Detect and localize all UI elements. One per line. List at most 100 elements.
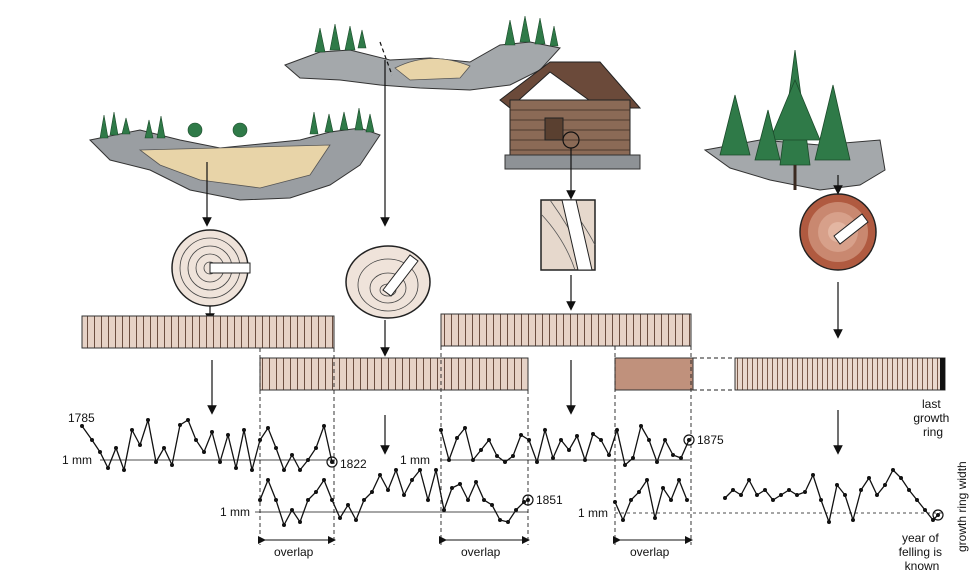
- curve-point: [875, 493, 879, 497]
- curve-cabin: [440, 424, 690, 467]
- curve-point: [835, 483, 839, 487]
- ring-width-curves: [81, 419, 945, 527]
- curve-point: [186, 418, 190, 422]
- curve-dots: [80, 418, 940, 527]
- curve-point: [346, 503, 350, 507]
- curve-point: [639, 424, 643, 428]
- core-strips: [81, 313, 946, 391]
- curve-point: [575, 434, 579, 438]
- label-overlap-3: overlap: [630, 545, 670, 559]
- core-strip-cabin: [440, 313, 692, 347]
- curve-point: [803, 490, 807, 494]
- curve-point: [234, 466, 238, 470]
- curve-point: [543, 428, 547, 432]
- label-last-growth-ring: last growth ring: [913, 397, 952, 439]
- curve-point: [637, 490, 641, 494]
- arrows: [202, 60, 843, 455]
- curve-point: [503, 460, 507, 464]
- curve-point: [194, 438, 198, 442]
- curve-point: [883, 483, 887, 487]
- curve-point: [298, 520, 302, 524]
- curve-point: [677, 478, 681, 482]
- curve-point: [402, 493, 406, 497]
- curve-point: [471, 458, 475, 462]
- curve-point: [122, 468, 126, 472]
- curve-point: [282, 468, 286, 472]
- curve-point: [506, 520, 510, 524]
- curve-point: [266, 426, 270, 430]
- curve-point: [851, 518, 855, 522]
- curve-point: [599, 438, 603, 442]
- curve-point: [322, 478, 326, 482]
- curve-point: [458, 482, 462, 486]
- curve-point: [645, 478, 649, 482]
- curve-point: [218, 460, 222, 464]
- curve-point: [442, 508, 446, 512]
- curve-point: [418, 468, 422, 472]
- curve-point: [114, 446, 118, 450]
- curve-point: [671, 453, 675, 457]
- curve-point: [482, 498, 486, 502]
- curve-point: [362, 498, 366, 502]
- curve-point: [891, 468, 895, 472]
- curve-point: [178, 423, 182, 427]
- curve-point: [162, 446, 166, 450]
- curve-point: [923, 508, 927, 512]
- curve-point: [466, 498, 470, 502]
- curve-point: [827, 520, 831, 524]
- curve-point: [266, 478, 270, 482]
- curve-point: [226, 433, 230, 437]
- label-felling-year: year of felling is known: [899, 531, 946, 573]
- label-1822: 1822: [340, 457, 367, 471]
- curve-point: [661, 486, 665, 490]
- curve-point: [779, 493, 783, 497]
- curve-gravel: [259, 468, 529, 527]
- curve-point: [739, 493, 743, 497]
- curve-point: [138, 443, 142, 447]
- curve-point: [621, 518, 625, 522]
- curve-point: [282, 523, 286, 527]
- curve-point: [535, 460, 539, 464]
- curve-point: [787, 488, 791, 492]
- curve-point: [495, 454, 499, 458]
- label-overlap-2: overlap: [461, 545, 501, 559]
- curve-point: [338, 516, 342, 520]
- curve-point: [679, 456, 683, 460]
- curve-point: [647, 438, 651, 442]
- curve-point: [210, 430, 214, 434]
- curve-point: [426, 498, 430, 502]
- curve-point: [394, 468, 398, 472]
- curve-point: [106, 466, 110, 470]
- gravel-pit-illustration: [284, 15, 561, 91]
- curve-point: [330, 498, 334, 502]
- curve-point: [607, 453, 611, 457]
- curve-point: [98, 450, 102, 454]
- curve-point: [583, 458, 587, 462]
- curve-point: [290, 453, 294, 457]
- forest-illustration: [703, 49, 886, 191]
- curve-point: [931, 518, 935, 522]
- bog-landscape-illustration: [88, 107, 381, 201]
- curve-point: [258, 438, 262, 442]
- curve-point: [474, 480, 478, 484]
- curve-point: [899, 476, 903, 480]
- curve-point: [330, 460, 334, 464]
- curve-point: [771, 498, 775, 502]
- curve-point: [498, 518, 502, 522]
- curve-point: [936, 513, 940, 517]
- curve-point: [907, 488, 911, 492]
- curve-point: [314, 490, 318, 494]
- label-growth-ring-width: growth ring width: [955, 461, 969, 552]
- log-cabin-illustration: [499, 61, 642, 170]
- curve-point: [434, 468, 438, 472]
- curve-point: [526, 498, 530, 502]
- curve-point: [410, 478, 414, 482]
- label-1875: 1875: [697, 433, 724, 447]
- core-strip-gravel: [259, 357, 529, 391]
- curve-point: [90, 438, 94, 442]
- curve-point: [479, 448, 483, 452]
- curve-point: [306, 498, 310, 502]
- core-strip-cabin-overlap: [614, 357, 694, 391]
- label-overlap-1: overlap: [274, 545, 314, 559]
